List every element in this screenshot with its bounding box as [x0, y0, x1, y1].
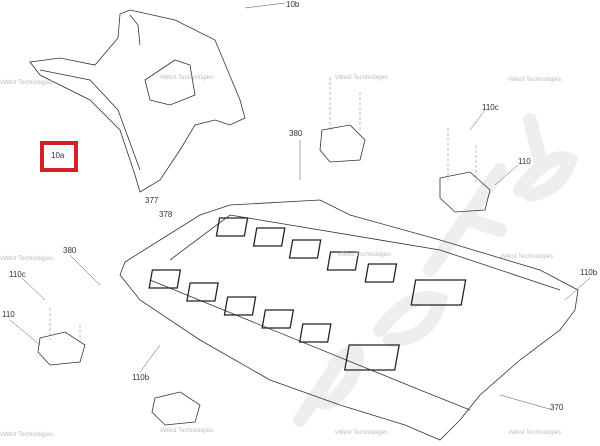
watermark: vWest Technologies [0, 80, 54, 86]
callout-110b[interactable]: 110b [580, 268, 598, 277]
watermark: vWest Technologies [160, 75, 214, 81]
skid-plate-windows [148, 217, 467, 371]
watermark: vWest Technologies [508, 430, 562, 436]
front-fascia-10a [29, 9, 246, 193]
callout-110c[interactable]: 110c [482, 103, 499, 112]
watermark: vWest Technologies [500, 254, 554, 260]
callout-110c[interactable]: 110c [9, 270, 26, 279]
callout-10b[interactable]: 10b [286, 0, 300, 9]
callout-370[interactable]: 370 [550, 403, 564, 412]
callout-110[interactable]: 110 [2, 310, 15, 319]
callout-110b[interactable]: 110b [132, 373, 150, 382]
leader-lines [9, 2, 591, 411]
skid-plate-370 [119, 199, 579, 441]
callout-10a-label: 10a [51, 151, 65, 160]
watermark: vWest Technologies [508, 77, 562, 83]
callout-110[interactable]: 110 [518, 157, 531, 166]
callout-377[interactable]: 377 [145, 196, 159, 205]
watermark: vWest Technologies [335, 430, 389, 436]
watermark: vWest Technologies [0, 432, 54, 438]
watermark: vWest Technologies [335, 75, 389, 81]
watermark: vWest Technologies [0, 256, 54, 262]
watermark: vWest Technologies [338, 252, 392, 258]
callout-378[interactable]: 378 [159, 210, 173, 219]
tow-hooks-110 [37, 124, 491, 426]
highlighted-callout-10a[interactable]: 10a [40, 141, 78, 172]
watermark: vWest Technologies [160, 428, 214, 434]
callout-380[interactable]: 380 [63, 246, 77, 255]
fasteners [49, 77, 477, 345]
callout-380[interactable]: 380 [289, 129, 303, 138]
